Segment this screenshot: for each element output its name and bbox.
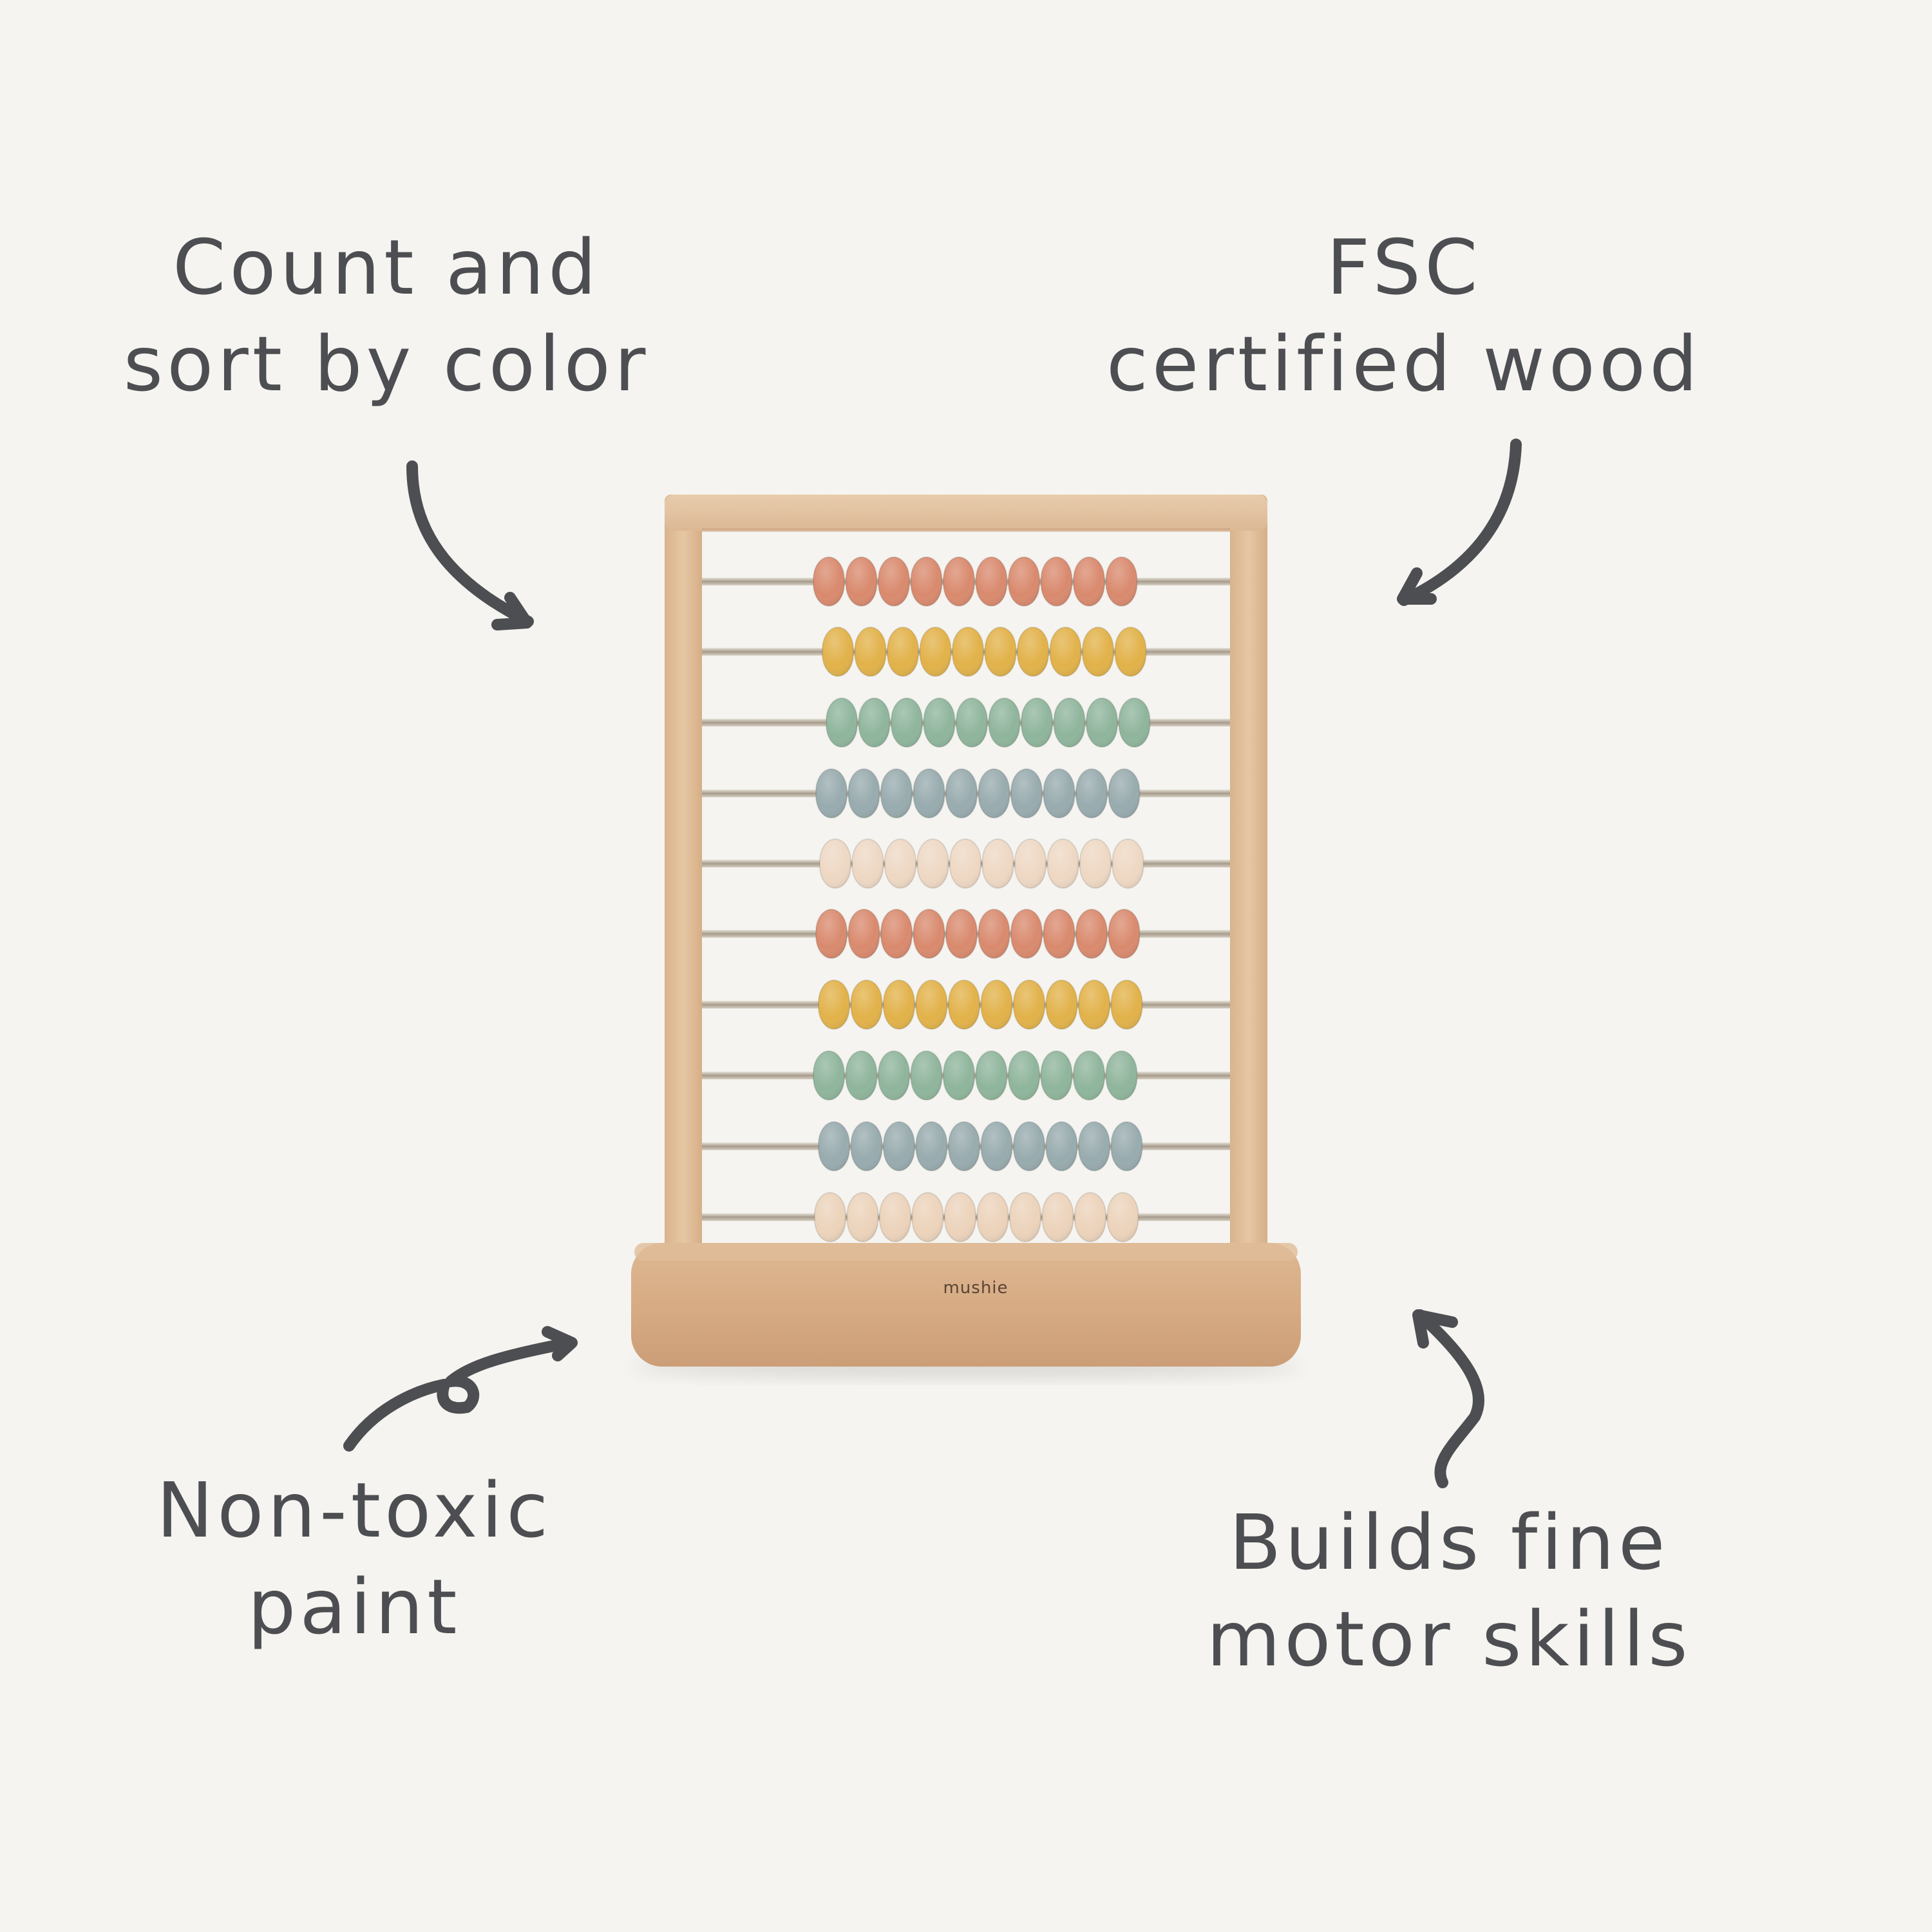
- callout-fsc-wood: FSC certified wood: [1082, 219, 1726, 412]
- callout-line: certified wood: [1106, 319, 1702, 408]
- callout-non-toxic-paint: Non-toxic paint: [109, 1462, 599, 1655]
- brand-engraving: mushie: [943, 1278, 1009, 1298]
- callout-line: motor skills: [1206, 1595, 1692, 1683]
- callout-line: Non-toxic: [156, 1466, 553, 1555]
- callout-line: FSC: [1326, 223, 1482, 312]
- callout-line: Builds fine: [1229, 1498, 1669, 1587]
- callout-count-and-sort: Count and sort by color: [97, 219, 676, 412]
- callout-line: sort by color: [123, 319, 650, 408]
- callout-line: Count and: [173, 223, 600, 312]
- callout-fine-motor-skills: Builds fine motor skills: [1185, 1494, 1713, 1687]
- callout-line: paint: [247, 1562, 461, 1651]
- abacus-rods: [702, 556, 1230, 1242]
- abacus-frame: [665, 495, 1267, 1280]
- abacus-base: [631, 1243, 1301, 1367]
